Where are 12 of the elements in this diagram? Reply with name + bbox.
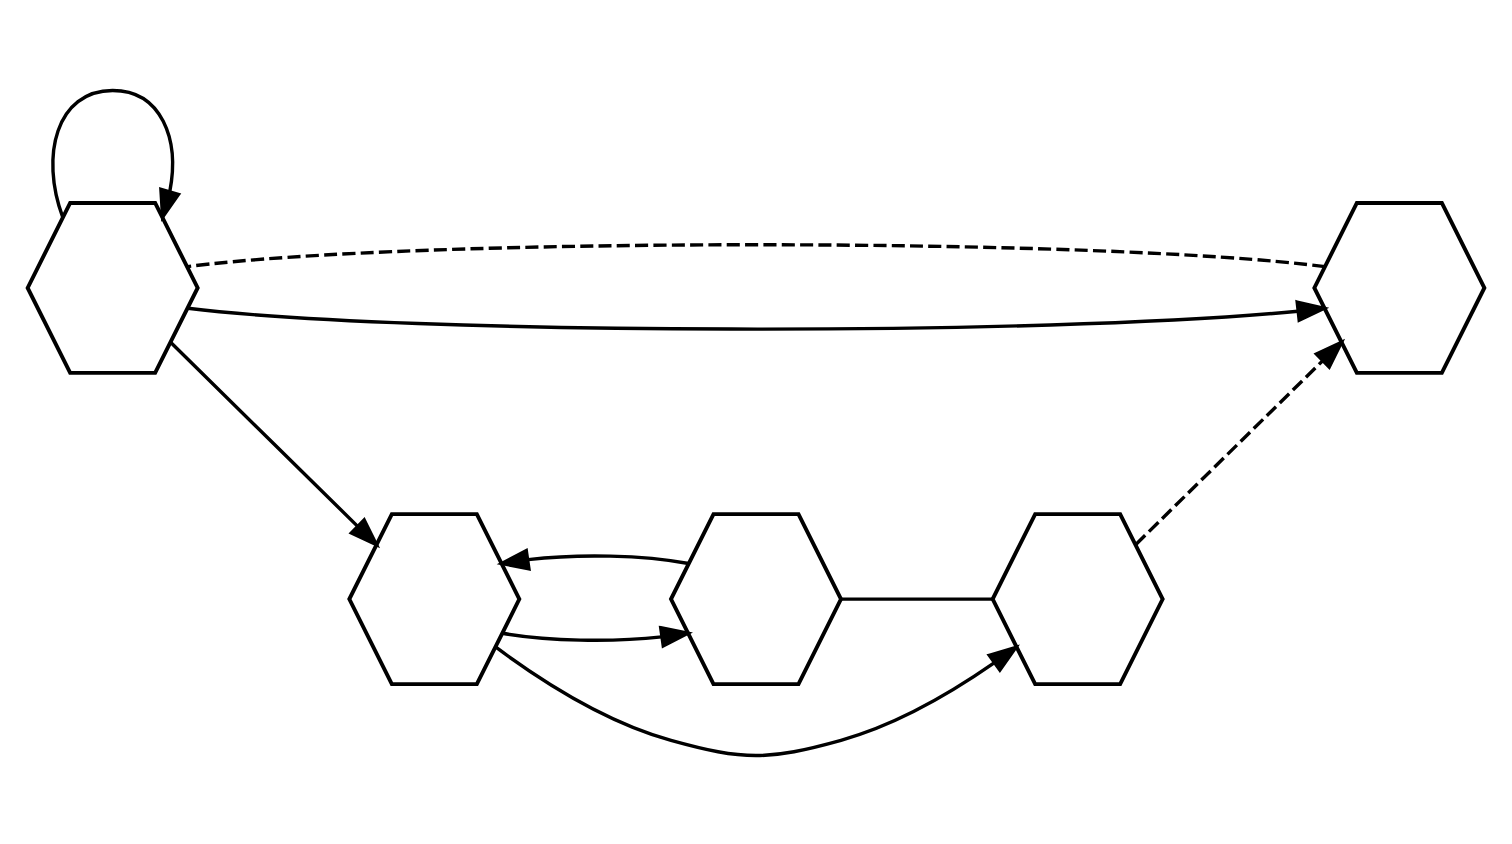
arrow: [169, 340, 381, 548]
arrow: [502, 624, 693, 648]
arrow: [496, 547, 689, 570]
node-hexagon: [668, 511, 844, 686]
connector: [841, 596, 993, 600]
connector: [187, 242, 1326, 268]
arrow: [495, 643, 1020, 757]
arrow: [187, 298, 1330, 330]
arrow: [51, 87, 182, 221]
node-hexagon: [990, 511, 1165, 686]
arrow: [1134, 337, 1346, 545]
node-hexagon: [25, 199, 200, 374]
